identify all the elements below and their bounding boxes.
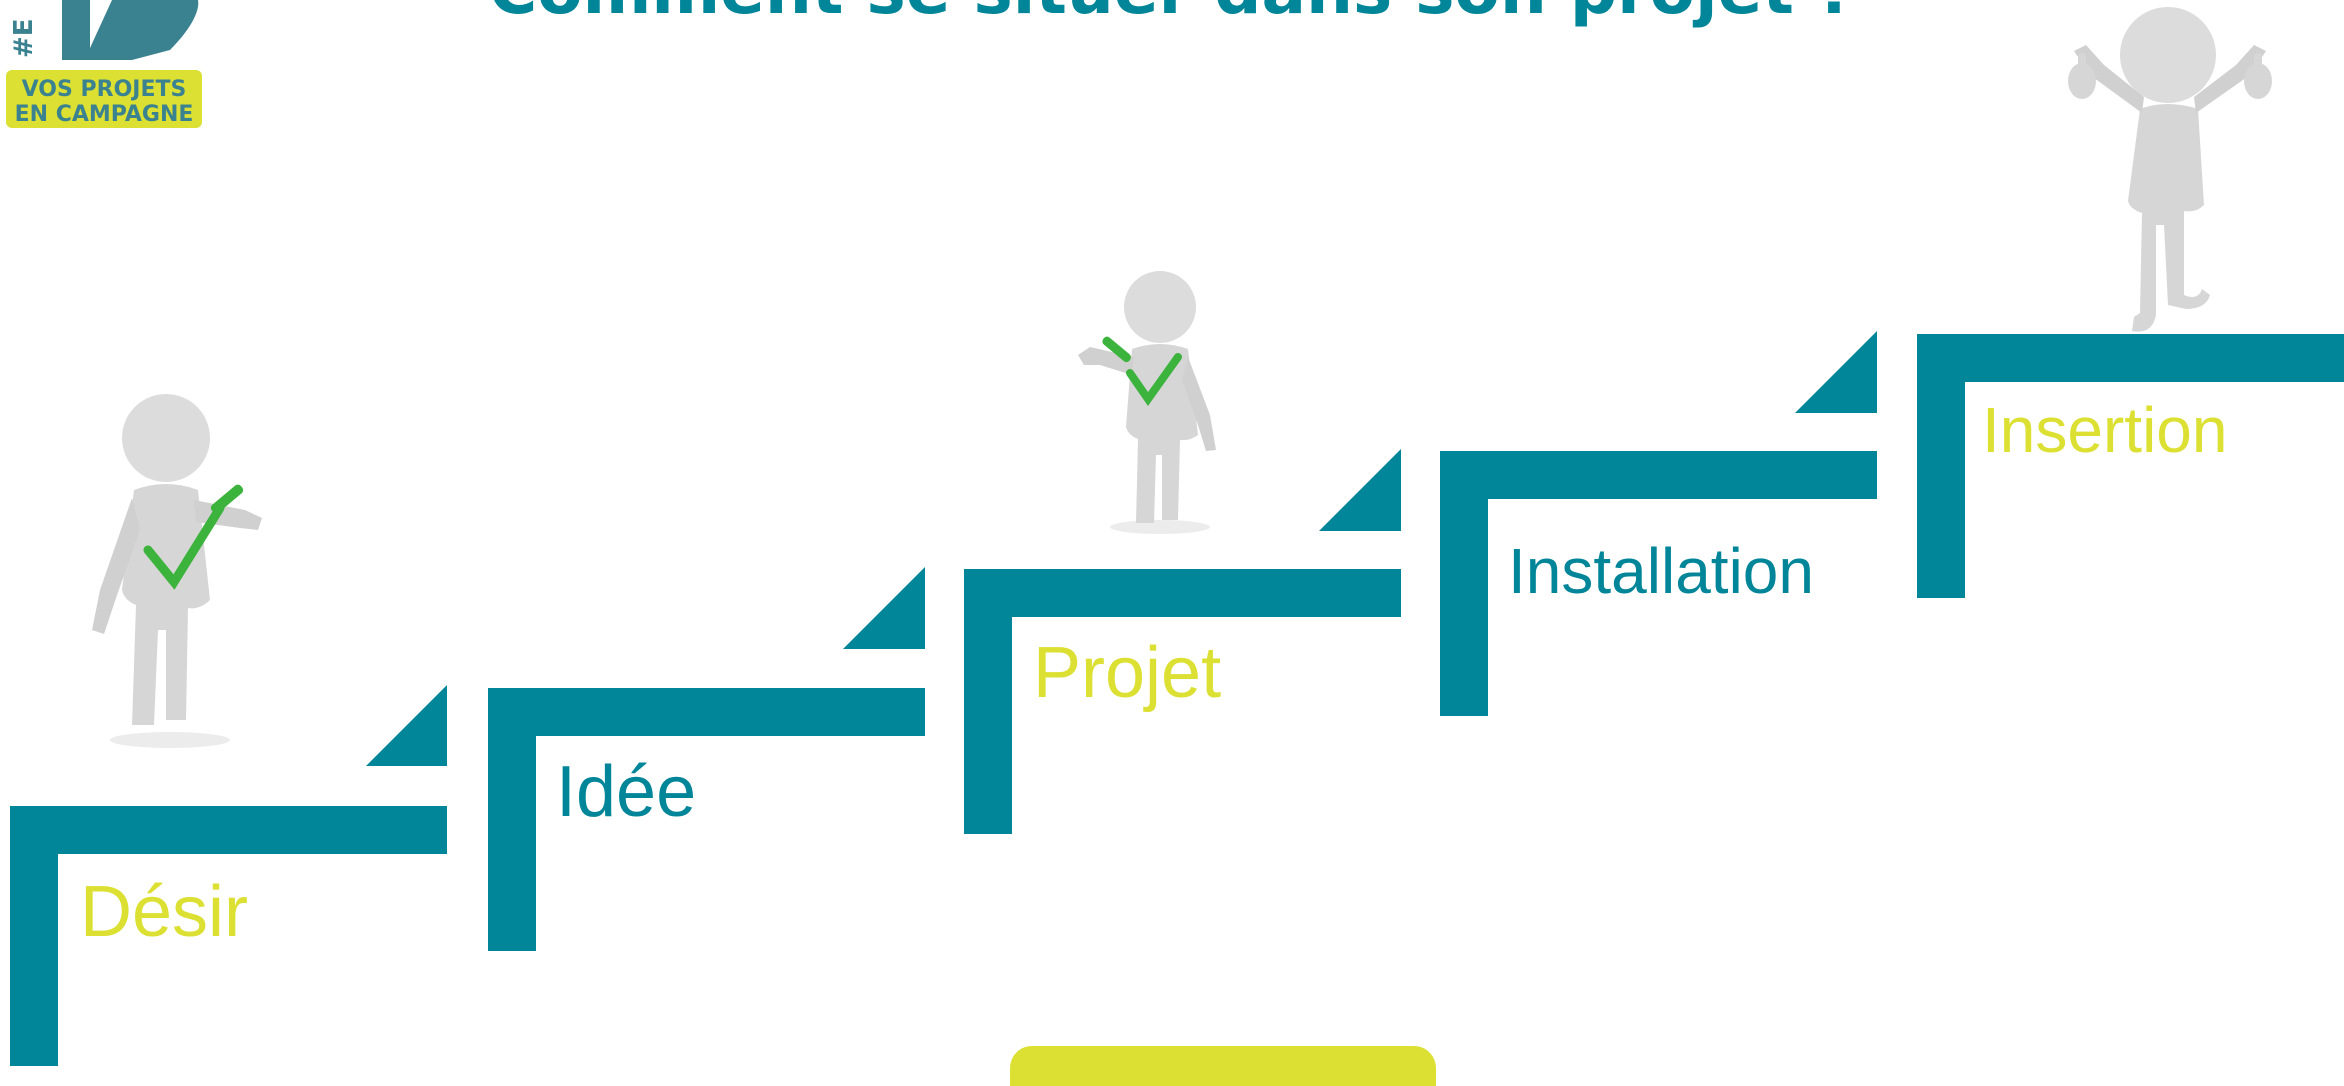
step-insertion-side-bar: [1917, 334, 1965, 598]
step-label-projet: Projet: [1033, 633, 1222, 713]
page-title: Comment se situer dans son projet ?: [0, 0, 2344, 24]
figure-checking-1: [70, 390, 270, 750]
logo: #E VOS PROJETS EN CAMPAGNE: [0, 0, 205, 130]
logo-hashtag: #E: [9, 18, 39, 58]
step-label-idee: Idée: [556, 752, 697, 832]
step-label-insertion: Insertion: [1982, 394, 2228, 466]
step-idee-corner-triangle: [843, 567, 925, 649]
logo-line-2: EN CAMPAGNE: [15, 102, 194, 127]
step-projet-top-bar: [964, 569, 1401, 617]
step-installation-corner-triangle: [1795, 331, 1877, 413]
step-idee-top-bar: [488, 688, 925, 736]
bottom-yellow-tab: [1010, 1046, 1436, 1086]
figure-checking-2: [1070, 265, 1240, 535]
step-installation-side-bar: [1440, 451, 1488, 716]
step-idee-side-bar: [488, 688, 536, 951]
logo-line-1: VOS PROJETS: [22, 77, 187, 102]
step-desir-corner-triangle: [366, 685, 447, 766]
step-desir-side-bar: [10, 806, 58, 1066]
step-label-installation: Installation: [1508, 535, 1814, 607]
step-insertion-top-bar: [1917, 334, 2344, 382]
figure-thumbs-up: [2060, 5, 2280, 340]
step-projet-corner-triangle: [1319, 449, 1401, 531]
step-projet-side-bar: [964, 569, 1012, 834]
step-installation-top-bar: [1440, 451, 1877, 499]
step-label-desir: Désir: [80, 872, 249, 952]
step-desir-top-bar: [10, 806, 447, 854]
